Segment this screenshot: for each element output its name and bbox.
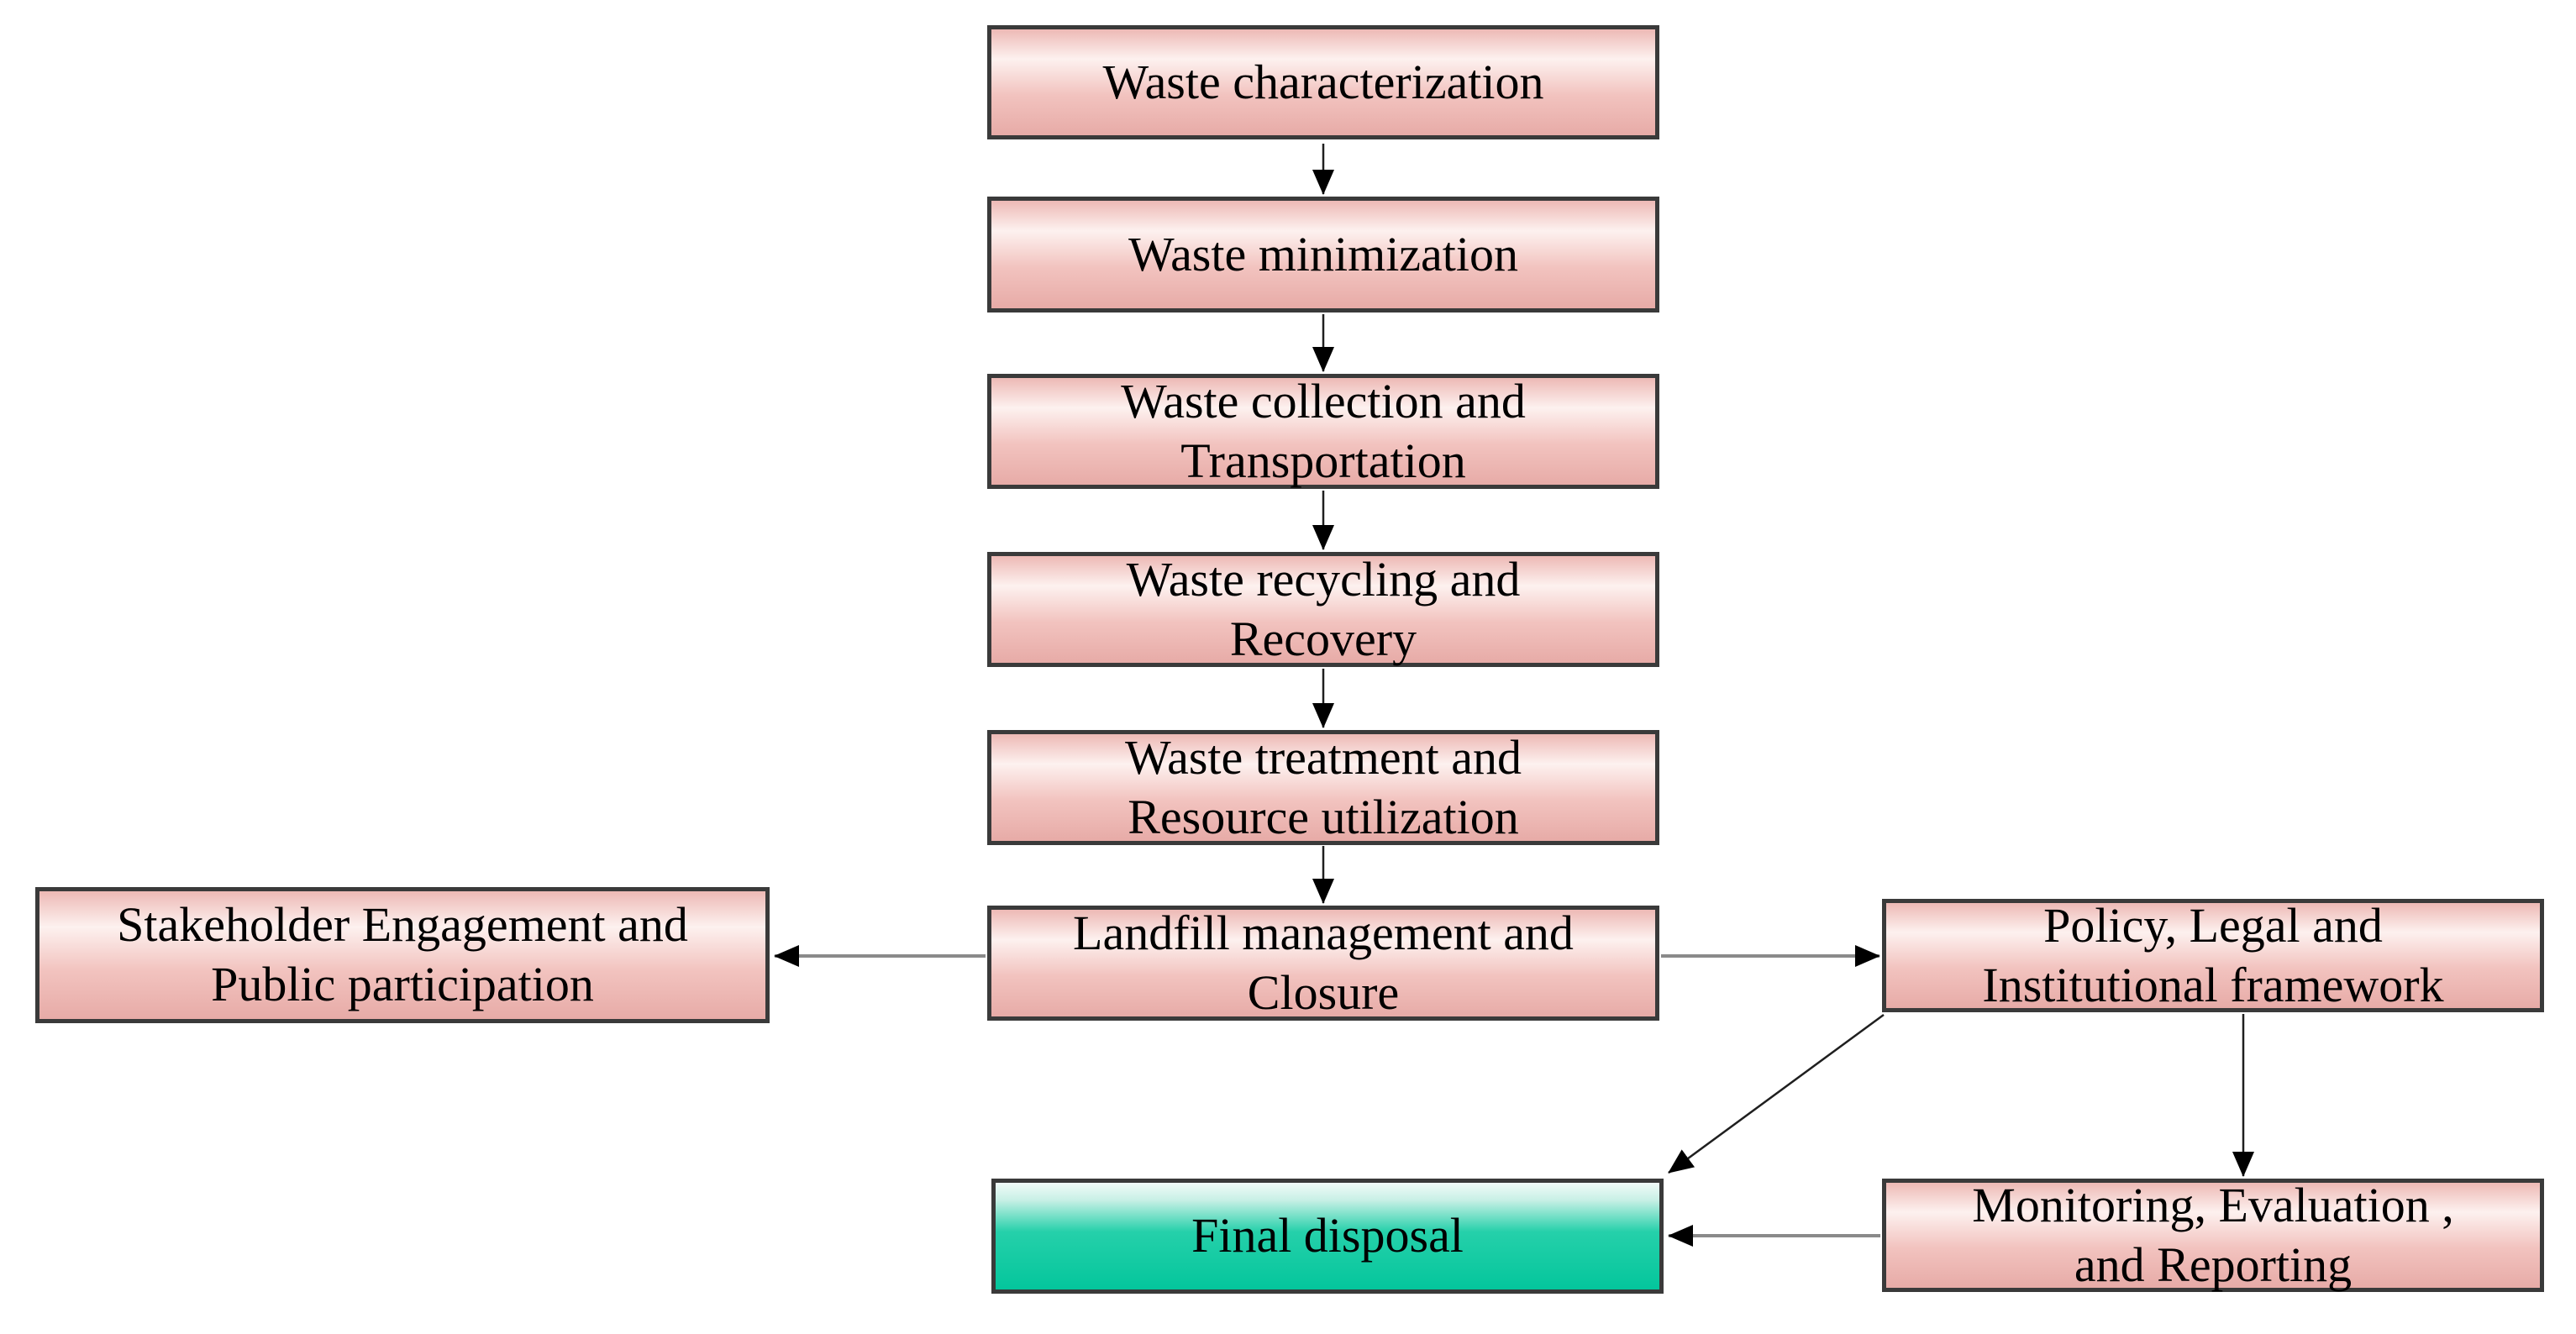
node-stakeholder-engagement-label: Stakeholder Engagement and Public partic… [117,897,688,1011]
node-waste-minimization: Waste minimization [987,197,1659,312]
node-stakeholder-engagement: Stakeholder Engagement and Public partic… [35,887,770,1023]
edge-policy-to-final-disposal [1668,1013,1885,1174]
node-waste-recycling-recovery-label: Waste recycling and Recovery [1126,551,1521,666]
node-waste-collection-transportation-label: Waste collection and Transportation [1121,373,1526,488]
node-landfill-management-closure: Landfill management and Closure [987,906,1659,1021]
node-landfill-management-closure-label: Landfill management and Closure [1073,905,1574,1020]
node-monitoring-evaluation-reporting: Monitoring, Evaluation , and Reporting [1882,1177,2544,1292]
node-policy-legal-institutional: Policy, Legal and Institutional framewor… [1882,898,2544,1012]
node-waste-characterization: Waste characterization [987,25,1659,139]
node-monitoring-evaluation-reporting-label: Monitoring, Evaluation , and Reporting [1972,1177,2454,1292]
node-waste-treatment-resource-utilization-label: Waste treatment and Resource utilization [1124,729,1522,844]
node-waste-treatment-resource-utilization: Waste treatment and Resource utilization [987,730,1659,845]
node-policy-legal-institutional-label: Policy, Legal and Institutional framewor… [1982,897,2444,1012]
node-waste-collection-transportation: Waste collection and Transportation [987,374,1659,489]
node-final-disposal-label: Final disposal [1191,1208,1464,1263]
node-final-disposal: Final disposal [991,1179,1664,1294]
node-waste-minimization-label: Waste minimization [1128,226,1519,281]
node-waste-characterization-label: Waste characterization [1102,54,1544,109]
node-waste-recycling-recovery: Waste recycling and Recovery [987,552,1659,667]
